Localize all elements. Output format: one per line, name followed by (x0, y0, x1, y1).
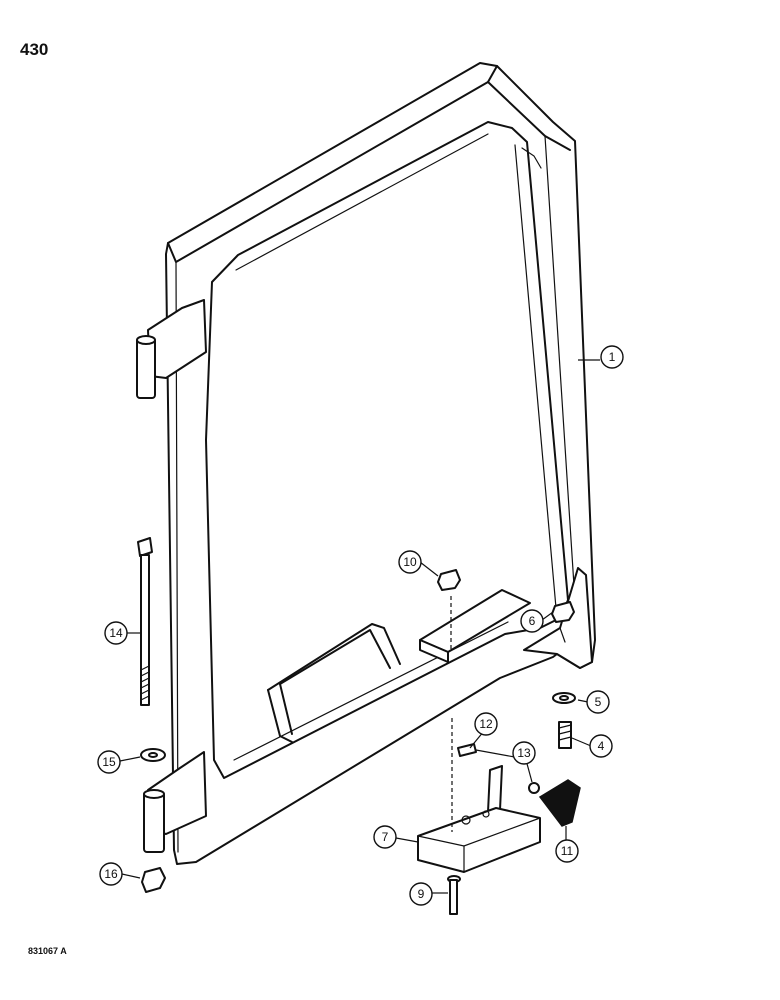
callout-11: 11 (555, 839, 579, 863)
callout-7-label: 7 (382, 830, 389, 844)
callout-12: 12 (474, 712, 498, 736)
callout-10: 10 (398, 550, 422, 574)
callout-1-label: 1 (609, 350, 616, 364)
washer-5 (552, 692, 576, 704)
callout-11-label: 11 (561, 844, 574, 858)
callout-5-label: 5 (595, 695, 602, 709)
callout-1: 1 (600, 345, 624, 369)
nut-13 (528, 782, 540, 794)
callout-15: 15 (97, 750, 121, 774)
callout-14: 14 (104, 621, 128, 645)
latch-lever-12 (457, 743, 521, 813)
drawing-code: 831067 A (28, 946, 67, 956)
washer-15 (140, 748, 166, 762)
callout-9-label: 9 (418, 887, 425, 901)
callout-13: 13 (512, 741, 536, 765)
callout-16: 16 (99, 862, 123, 886)
door-frame (136, 62, 596, 865)
latch-body-7 (417, 807, 541, 873)
callout-6: 6 (520, 609, 544, 633)
hinge-pin-bolt (137, 537, 153, 706)
callout-15-label: 15 (102, 755, 116, 769)
stud-4 (558, 721, 572, 749)
nut-16 (141, 867, 166, 893)
callout-12-label: 12 (479, 717, 493, 731)
callout-7: 7 (373, 825, 397, 849)
callout-16-label: 16 (104, 867, 118, 881)
callout-6-label: 6 (529, 614, 536, 628)
knob-11 (538, 779, 581, 827)
callout-4: 4 (589, 734, 613, 758)
nut-6 (551, 601, 575, 623)
callout-14-label: 14 (109, 626, 123, 640)
callout-13-label: 13 (517, 746, 531, 760)
callout-5: 5 (586, 690, 610, 714)
page-number: 430 (20, 40, 49, 59)
callout-10-label: 10 (403, 555, 417, 569)
nut-10 (437, 569, 461, 591)
callout-9: 9 (409, 882, 433, 906)
screw-9 (447, 875, 461, 915)
callout-4-label: 4 (598, 739, 605, 753)
